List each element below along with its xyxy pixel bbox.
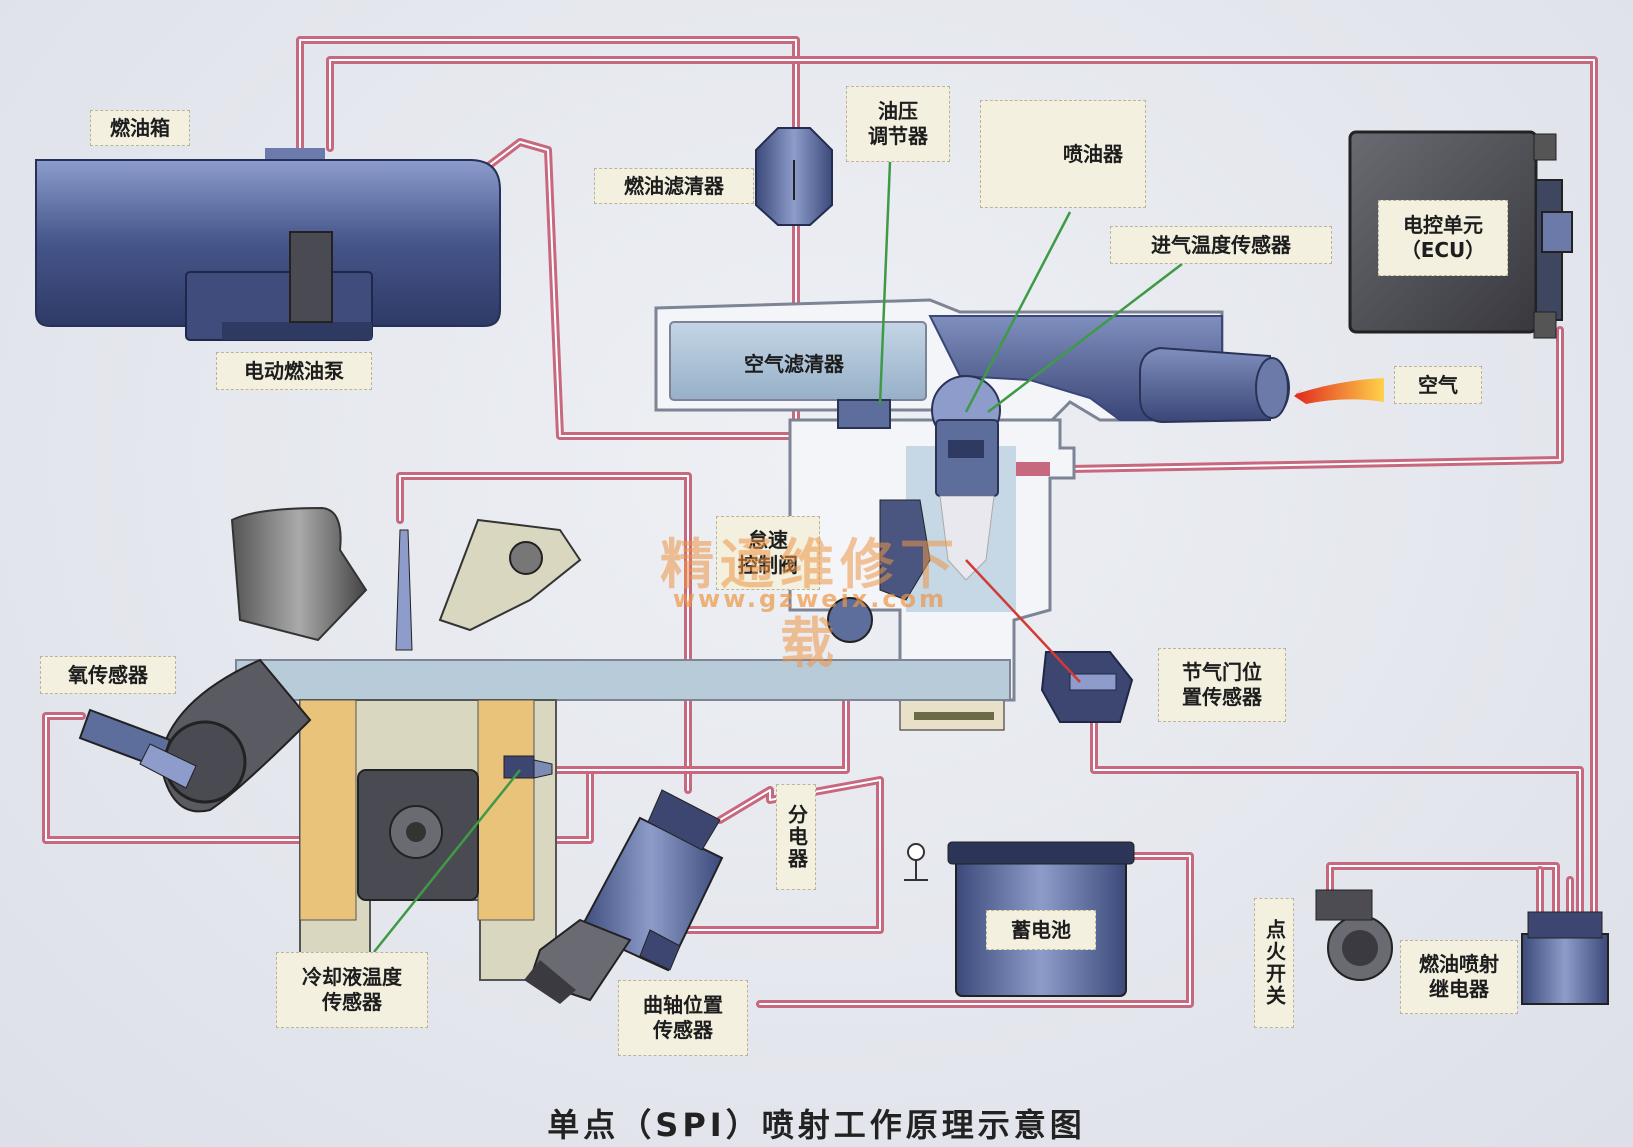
label-fuel-tank: 燃油箱 (90, 110, 190, 146)
pointer-coolant (373, 769, 521, 953)
pointer-injector (964, 211, 1072, 413)
throttle-position-sensor (1040, 651, 1134, 723)
label-pressure-regulator: 油压 调节器 (846, 86, 950, 162)
label-throttle-position-sensor: 节气门位 置传感器 (1158, 648, 1286, 722)
label-ignition-switch: 点火开关 (1254, 898, 1294, 1028)
ignition-wire-core (1329, 865, 1557, 931)
pointer-pressure-regulator (878, 161, 892, 405)
label-idle-control: 怠速 控制阀 (716, 516, 820, 590)
fuel-supply-line-core (299, 39, 797, 149)
distributor-wire-core (669, 779, 881, 931)
fuel-filter (755, 127, 833, 226)
label-air-filter: 空气滤清器 (744, 351, 844, 376)
battery-wire-core (759, 855, 1191, 1005)
ignition-switch (1315, 889, 1393, 981)
pointer-tps (965, 559, 1081, 683)
pointer-intake-temp (987, 263, 1183, 413)
label-fuel-injection-relay: 燃油喷射 继电器 (1400, 940, 1518, 1014)
label-ecu: 电控单元 （ECU） (1378, 200, 1508, 276)
label-oxygen-sensor: 氧传感器 (40, 656, 176, 694)
injector-signal-core (1015, 329, 1561, 471)
distributor (524, 789, 724, 1004)
watermark-title: 精通维修下载 (660, 532, 960, 675)
label-distributor: 分电器 (776, 784, 816, 890)
coolant-wire (548, 696, 850, 774)
engine (158, 506, 1011, 981)
fuel-injection-relay (1521, 911, 1609, 1005)
engine-harness-core (399, 475, 689, 791)
label-intake-temp-sensor: 进气温度传感器 (1110, 226, 1332, 264)
pointer-lines (373, 161, 1183, 953)
figure-caption: 单点（SPI）喷射工作原理示意图 (547, 1106, 1086, 1144)
watermark-url: www.gzweix.com (672, 585, 948, 613)
tps-wire-core (1093, 689, 1581, 931)
fuel-tank (35, 148, 501, 341)
label-coolant-temp-sensor: 冷却液温度 传感器 (276, 952, 428, 1028)
throttle-body (788, 375, 1076, 731)
oxygen-sensor (78, 708, 197, 789)
coolant-temp-sensor (503, 755, 553, 779)
intake-manifold (654, 298, 1384, 424)
label-fuel-filter: 燃油滤清器 (594, 168, 754, 204)
label-crankshaft-position-sensor: 曲轴位置 传感器 (618, 980, 748, 1056)
return-line-top-core (329, 59, 1595, 931)
coolant-wire-core (551, 699, 847, 771)
label-battery: 蓄电池 (986, 910, 1096, 950)
label-injector: 喷油器 (980, 100, 1146, 208)
label-air: 空气 (1394, 366, 1482, 404)
label-electric-fuel-pump: 电动燃油泵 (216, 352, 372, 390)
